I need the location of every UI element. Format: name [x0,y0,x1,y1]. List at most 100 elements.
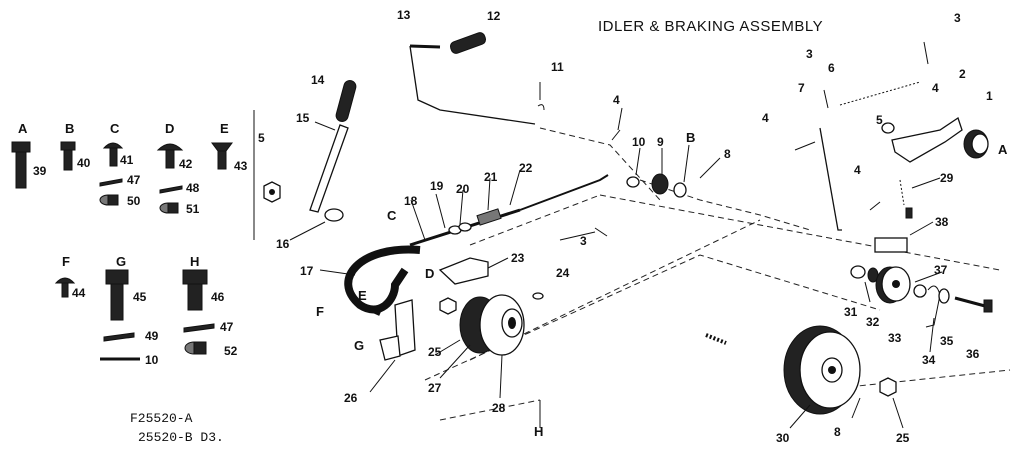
callout-4b: 4 [932,81,939,95]
callouts: 1 2 3 3 3 4 4 4 4 5 6 7 8 8 9 10 11 12 1… [276,8,993,445]
plate-38-part [874,237,908,253]
callout-3c: 3 [580,234,587,248]
callout-25a: 25 [428,345,442,359]
washer-24-part [532,292,544,300]
bolt-a-icon [11,141,31,189]
washer-5-part [881,122,895,134]
callout-31: 31 [844,305,858,319]
hardware-legend: A 39 B 40 C 41 47 50 D 4 [11,110,281,367]
nut-25b-part [879,377,897,397]
callout-38: 38 [935,215,949,229]
hw-num-46: 46 [211,290,225,304]
hw-num-52: 52 [224,344,238,358]
callout-3b: 3 [806,47,813,61]
washer-47b-icon [183,323,215,333]
callout-30: 30 [776,431,790,445]
callout-19: 19 [430,179,444,193]
hw-letter-c: C [110,121,120,136]
hw-num-45: 45 [133,290,147,304]
idler-pulley-30 [783,325,861,415]
callout-17: 17 [300,264,314,278]
brake-band [344,245,421,316]
callout-4a: 4 [613,93,620,107]
callout-13: 13 [397,8,411,22]
callout-8b: 8 [834,425,841,439]
callout-4d: 4 [854,163,861,177]
callout-6: 6 [828,61,835,75]
hw-num-49: 49 [145,329,159,343]
bushing-9-part [651,173,687,198]
hw-num-42: 42 [179,157,193,171]
washer-47-icon [99,178,123,187]
knob-1-part [963,129,989,159]
ref-a: A [998,142,1008,157]
callout-16: 16 [276,237,290,251]
bracket-26-part [379,299,416,361]
callout-15: 15 [296,111,310,125]
washer-48-icon [159,185,183,194]
washer-10-part [626,176,640,188]
callout-24: 24 [556,266,570,280]
part-code-a: F25520-A [130,411,193,426]
letter-refs: A B C D E F G H [316,130,1008,439]
bolt-36-part [954,296,993,313]
washer-49-icon [103,332,135,342]
callout-32: 32 [866,315,880,329]
idler-pulley-33 [875,266,911,304]
hw-num-44: 44 [72,286,86,300]
callout-5: 5 [876,113,883,127]
cotter-3-mid-part [823,89,829,109]
hw-num-50: 50 [127,194,141,208]
callout-7: 7 [798,81,805,95]
washer-35-part [938,288,950,304]
nut-50-icon [99,194,119,206]
hw-letter-h: H [190,254,199,269]
nut-51-icon [159,202,179,214]
spring-34-part [925,285,941,328]
ref-e: E [358,288,367,303]
pin-4-low-part [869,201,881,211]
callout-18: 18 [404,194,418,208]
bolt-g-icon [105,269,129,321]
washer-37-part [913,284,927,298]
callout-35: 35 [940,334,954,348]
callout-12: 12 [487,9,501,23]
hw-num-47: 47 [127,173,141,187]
part-code-b: 25520-B D3. [138,430,224,445]
callout-29: 29 [940,171,954,185]
callout-27: 27 [428,381,442,395]
pin-4-part [611,129,621,141]
hw-num-51: 51 [186,202,200,216]
washer-16-part [324,208,344,222]
callout-14: 14 [311,73,325,87]
callout-21: 21 [484,170,498,184]
carriage-bolt-c-icon [102,142,124,167]
pin-4-right-part [794,141,816,151]
hw-letter-a: A [18,121,28,136]
callout-37: 37 [934,263,948,277]
callout-11: 11 [551,60,564,74]
ref-b: B [686,130,695,145]
callout-25b: 25 [896,431,910,445]
screw-f-icon [54,277,76,298]
ref-d: D [425,266,434,281]
drive-pulley [459,294,525,356]
control-handle-lever [409,44,536,125]
callout-2: 2 [959,67,966,81]
rod-7-part [819,127,842,231]
callout-26: 26 [344,391,358,405]
brake-arm-2 [891,116,963,163]
callout-23: 23 [511,251,525,265]
shaft-part [705,333,727,345]
bolt-b-icon [60,141,76,171]
callout-1: 1 [986,89,993,103]
bolt-h-icon [182,269,208,311]
hw-letter-e: E [220,121,229,136]
bolt-d-icon [156,143,184,169]
callout-34: 34 [922,353,936,367]
clip-11-part [537,104,545,111]
bracket-23-part [438,257,489,285]
callout-36: 36 [966,347,980,361]
